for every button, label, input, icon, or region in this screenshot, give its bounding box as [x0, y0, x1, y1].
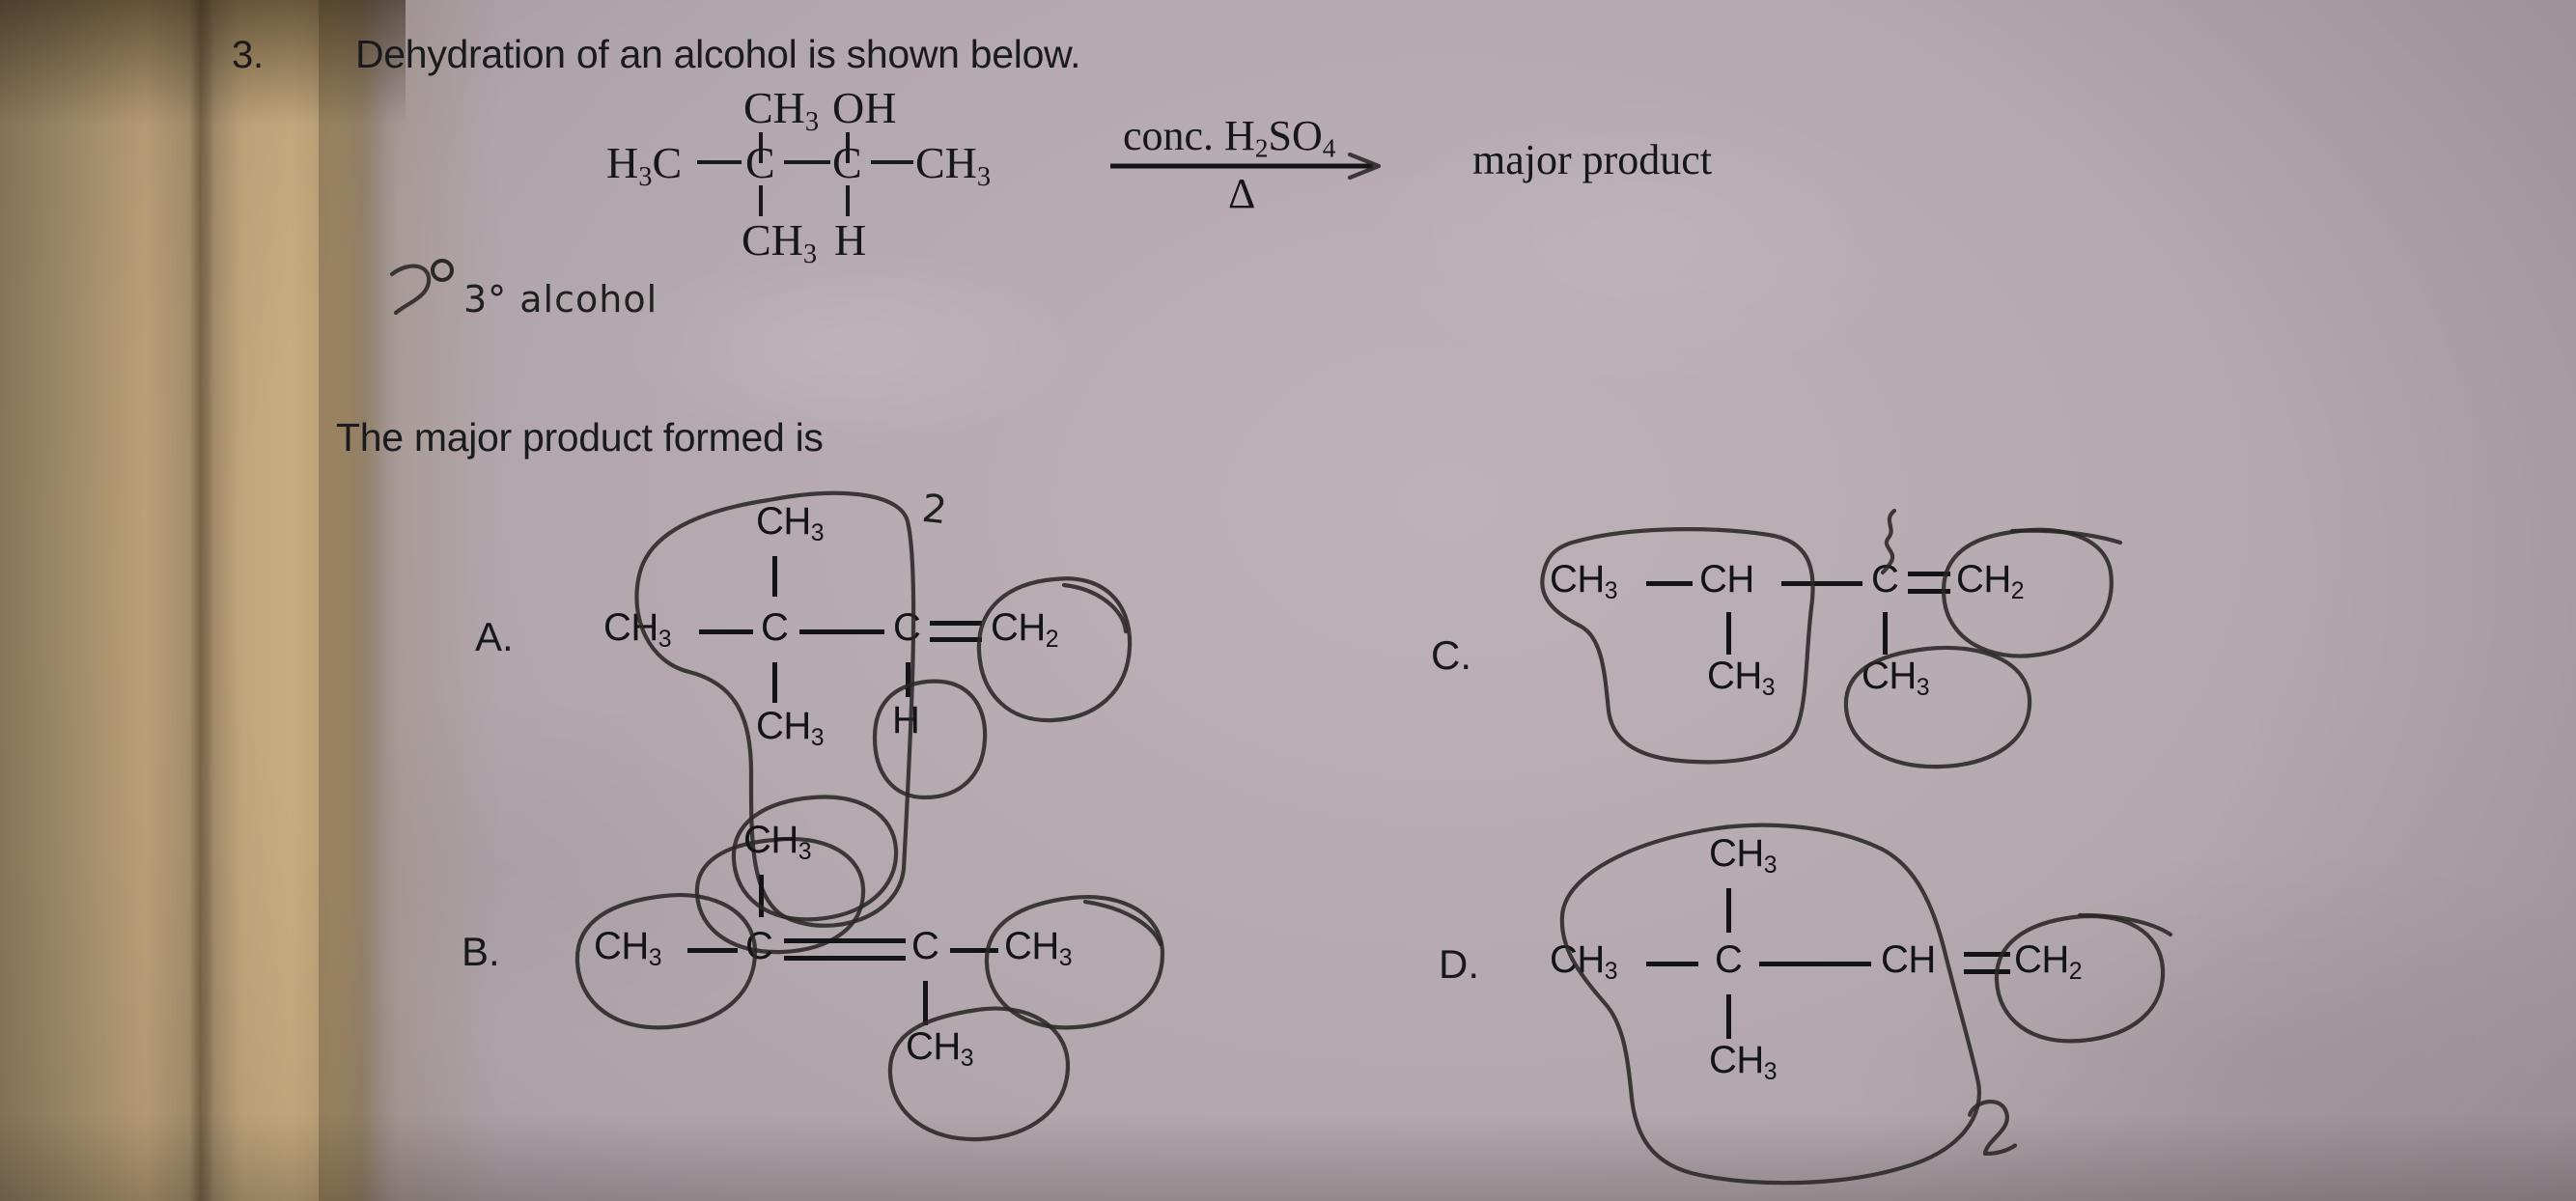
option-c-left-methyl: CH3	[1550, 558, 1618, 604]
handwritten-alcohol-label: 3° alcohol	[463, 278, 658, 321]
option-a-bond-to-h	[906, 662, 910, 697]
option-a-terminal-ch2: CH2	[991, 606, 1059, 653]
option-d-central-carbon: C	[1715, 938, 1743, 981]
option-c-bond-branch-2	[1883, 612, 1888, 655]
option-a-bond-up	[772, 556, 777, 597]
option-a-vinyl-carbon: C	[893, 606, 921, 649]
product-label: major product	[1472, 136, 1713, 183]
option-d-terminal-ch2: CH2	[2014, 938, 2083, 985]
option-a-double-bond-upper	[930, 621, 982, 626]
reactant-c2: C	[832, 138, 862, 187]
option-c-branch-methyl-1: CH3	[1707, 655, 1776, 701]
option-b-top-methyl: CH3	[743, 819, 812, 865]
option-d-double-bond-upper	[1964, 952, 2010, 957]
option-b-letter: B.	[462, 929, 500, 974]
option-b-bond-down	[923, 981, 928, 1025]
reactant-right-group: CH3	[915, 138, 992, 192]
bond-down-right	[846, 185, 850, 216]
option-a-bond-left	[699, 629, 753, 634]
option-c-methine: CH	[1699, 558, 1754, 600]
option-a-bottom-methyl: CH3	[756, 705, 825, 751]
heat-symbol-delta: Δ	[1228, 170, 1256, 217]
reactant-top-right-group: OH	[832, 83, 897, 132]
option-a-vinyl-hydrogen: H	[892, 699, 920, 741]
option-a-double-bond-lower	[930, 637, 982, 642]
option-d-top-methyl: CH3	[1709, 832, 1778, 879]
option-c-bond-1	[1646, 581, 1693, 586]
bond-down-left	[759, 185, 763, 216]
option-d-bond-down	[1726, 994, 1731, 1039]
option-a-bond-right	[799, 629, 884, 634]
question-stem: Dehydration of an alcohol is shown below…	[355, 32, 1081, 76]
option-b-bottom-methyl: CH3	[906, 1025, 974, 1072]
option-a-letter: A.	[475, 614, 514, 659]
option-b-double-bond-lower	[784, 956, 906, 961]
option-a-left-methyl: CH3	[603, 606, 672, 653]
option-c-double-bond-lower	[1908, 589, 1950, 594]
option-b-bond-up	[759, 875, 764, 917]
question-number: 3.	[232, 34, 264, 76]
bond-right	[871, 160, 913, 164]
option-c-letter: C.	[1431, 632, 1471, 678]
option-d-letter: D.	[1439, 941, 1479, 987]
option-d-bond-up	[1726, 888, 1731, 933]
bond-up-left	[759, 132, 763, 163]
option-d-bond-left	[1646, 962, 1698, 966]
option-c-double-bond-upper	[1908, 572, 1950, 576]
bond-left	[697, 160, 742, 164]
option-d-bond-right	[1759, 962, 1871, 966]
reactant-bottom-left-group: CH3	[742, 215, 818, 269]
reagent-above-arrow: conc. H2SO4	[1123, 112, 1336, 163]
option-d-double-bond-lower	[1964, 969, 2010, 974]
option-c-branch-methyl-2: CH3	[1862, 655, 1930, 701]
option-b-bond-left	[687, 948, 738, 953]
option-b-right-methyl: CH3	[1004, 925, 1073, 971]
option-d-left-methyl: CH3	[1550, 938, 1618, 985]
bond-up-right	[846, 132, 850, 163]
bond-middle	[784, 160, 830, 164]
option-a-top-methyl: CH3	[756, 500, 825, 546]
reactant-left-group: H3C	[606, 138, 683, 192]
handwritten-two-near-option-a: 2	[919, 486, 949, 534]
reactant-c1: C	[745, 138, 775, 187]
reactant-top-left-group: CH3	[743, 83, 820, 137]
option-c-alkene-carbon: C	[1871, 558, 1899, 600]
option-c-bond-2	[1781, 581, 1862, 586]
option-c-terminal-ch2: CH2	[1956, 558, 2025, 604]
option-b-carbon-2: C	[911, 925, 939, 967]
question-prompt: The major product formed is	[336, 415, 824, 460]
option-a-central-carbon: C	[761, 606, 789, 649]
option-b-double-bond-upper	[784, 938, 906, 943]
reactant-bottom-right-group: H	[834, 215, 867, 265]
option-d-bottom-methyl: CH3	[1709, 1039, 1778, 1085]
option-a-bond-down	[772, 662, 777, 703]
option-b-left-methyl: CH3	[594, 925, 662, 971]
option-b-carbon-1: C	[745, 925, 773, 967]
option-c-bond-branch-1	[1726, 612, 1731, 655]
option-b-bond-right	[950, 948, 998, 953]
option-d-methine: CH	[1881, 938, 1936, 981]
